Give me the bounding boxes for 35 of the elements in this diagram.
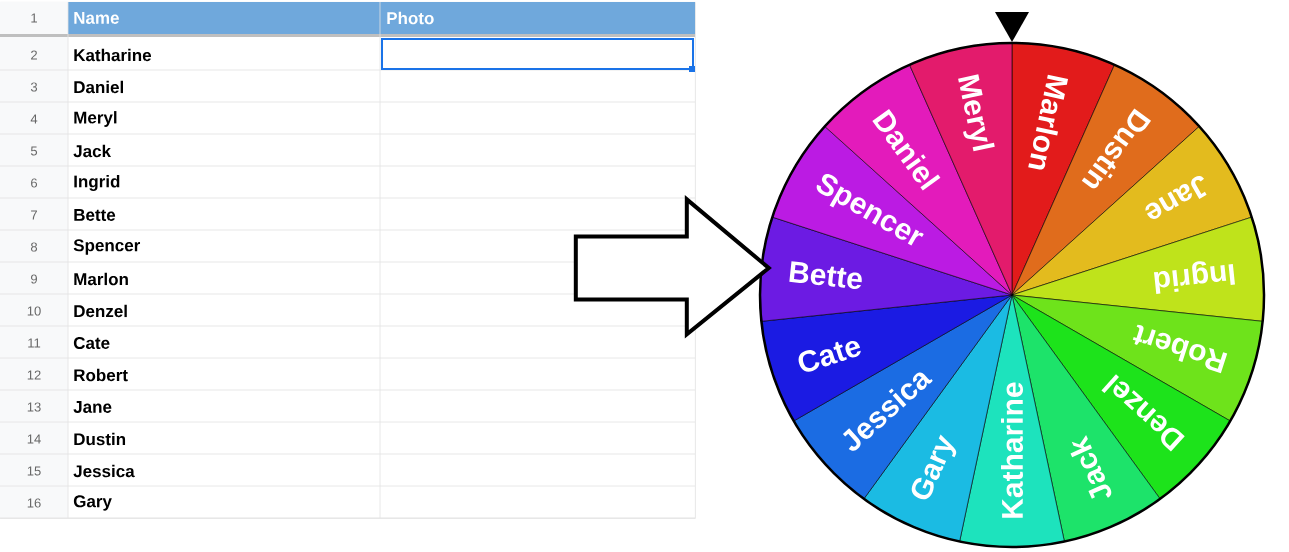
name-text: Spencer	[73, 239, 141, 255]
row-number: 3	[30, 82, 38, 92]
name-text: Jessica	[73, 464, 135, 478]
name-text: Bette	[74, 209, 116, 221]
name-text: Jack	[73, 144, 112, 158]
row-number: 6	[31, 178, 38, 188]
row-number: 9	[31, 274, 37, 284]
row-number: 16	[27, 498, 41, 508]
name-text: Jane	[73, 401, 112, 413]
spinner-wheel	[758, 12, 1266, 549]
row-number: 5	[30, 146, 38, 156]
row-number: 4	[30, 114, 38, 124]
column-header: Photo	[387, 11, 434, 25]
row-number: 8	[30, 242, 38, 252]
hollow-arrow	[573, 195, 772, 339]
row-number: 12	[27, 370, 41, 380]
row-number: 14	[27, 434, 41, 444]
row-number: 11	[28, 338, 41, 348]
name-text: Denzel	[74, 304, 127, 318]
row-number: 7	[31, 210, 37, 220]
row-number: 10	[27, 306, 41, 316]
name-text: Cate	[73, 337, 110, 349]
row-number: 13	[27, 402, 41, 412]
name-text: Ingrid	[74, 175, 120, 191]
row-number: 15	[27, 466, 41, 476]
name-text: Gary	[73, 495, 112, 511]
name-text: Daniel	[74, 80, 123, 94]
name-text: Robert	[74, 368, 128, 382]
name-text: Katharine	[74, 48, 152, 62]
name-text: Marlon	[74, 272, 128, 286]
row-number: 1	[31, 13, 37, 23]
row-number: 2	[31, 50, 37, 60]
name-text: Meryl	[74, 111, 117, 127]
name-text: Dustin	[74, 432, 126, 446]
column-header: Name	[74, 12, 119, 24]
